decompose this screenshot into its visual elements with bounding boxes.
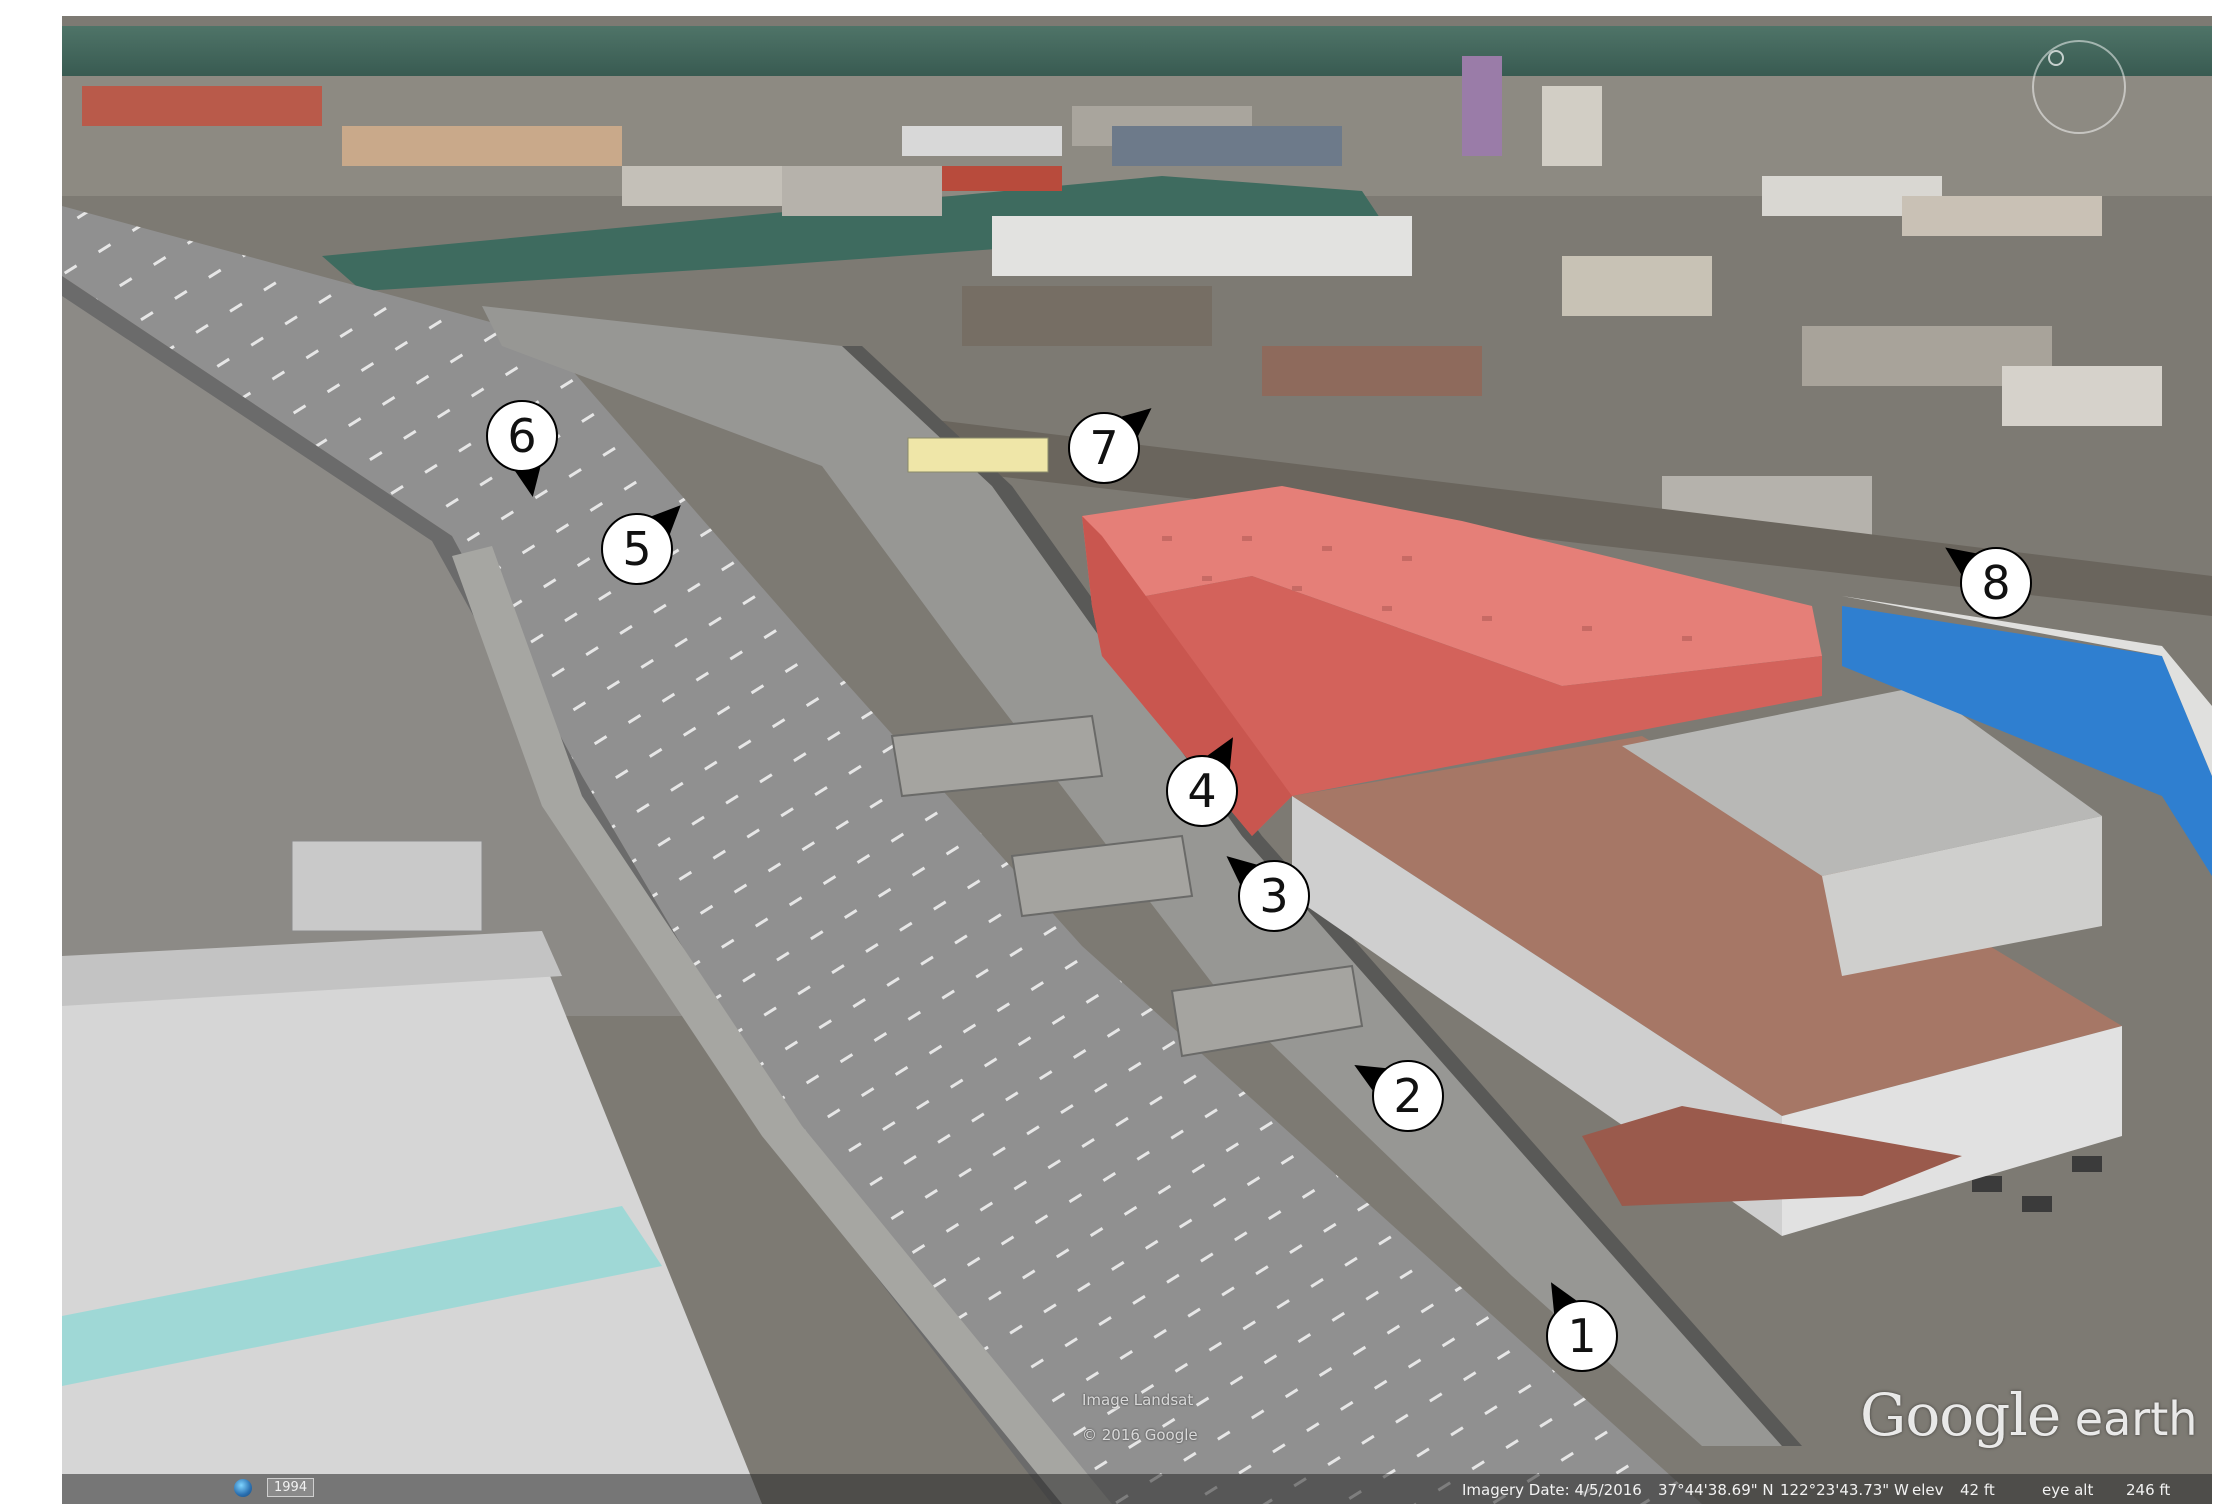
marker-6-label: 6 <box>486 400 558 472</box>
longitude: 122°23'43.73" W <box>1780 1481 1909 1499</box>
highlight-roof <box>1082 486 1822 686</box>
warehouse-wall-teal <box>62 1206 662 1386</box>
highlight-face <box>1082 516 1292 836</box>
navigation-compass[interactable] <box>2032 40 2126 134</box>
historical-imagery-year[interactable]: 1994 <box>267 1478 315 1497</box>
logo-sub: earth <box>2060 1392 2198 1446</box>
marker-2-label: 2 <box>1372 1060 1444 1132</box>
warehouse-rusty-roof <box>1292 736 2122 1116</box>
rooftop-unit <box>291 840 483 932</box>
google-earth-logo: Google earth <box>1860 1381 2197 1449</box>
latitude: 37°44'38.69" N <box>1658 1481 1774 1499</box>
rail-corridor <box>822 406 2212 616</box>
main-highway-deck <box>62 206 1702 1504</box>
horizon-water <box>62 26 2212 81</box>
eye-altitude-value: 246 ft <box>2126 1481 2171 1499</box>
highway-shoulder <box>452 546 1112 1504</box>
blue-building-roof <box>1842 596 2212 776</box>
distant-buildings <box>82 56 2162 536</box>
imagery-date: Imagery Date: 4/5/2016 <box>1462 1481 1642 1499</box>
aerial-scene <box>62 16 2212 1504</box>
channel-water <box>322 176 1382 291</box>
logo-main: Google <box>1860 1381 2061 1449</box>
elevation-value: 42 ft <box>1960 1481 1995 1499</box>
compass-north-icon <box>2048 50 2064 66</box>
blue-wall-building <box>1842 606 2212 876</box>
pier-crossbeams <box>890 714 1364 1058</box>
marker-7-label: 7 <box>1068 412 1140 484</box>
map-viewport[interactable]: 1 2 3 4 5 6 7 8 Image Landsat © 2016 Goo… <box>62 16 2212 1504</box>
warehouse-grey-roof <box>1622 686 2102 876</box>
roof-vents <box>1162 536 1692 641</box>
marker-8-label: 8 <box>1960 547 2032 619</box>
marker-3-label: 3 <box>1238 860 1310 932</box>
marker-4-label: 4 <box>1166 755 1238 827</box>
imagery-credit: Image Landsat <box>1082 1391 1194 1409</box>
status-bar: 1994 Imagery Date: 4/5/2016 37°44'38.69"… <box>62 1474 2212 1504</box>
elevation-label: elev <box>1912 1481 1944 1499</box>
overhead-sign <box>907 437 1049 473</box>
warehouse-grey-wall <box>1822 816 2102 976</box>
copyright-credit: © 2016 Google <box>1082 1426 1198 1444</box>
marker-5-label: 5 <box>601 513 673 585</box>
left-lot <box>62 276 682 1016</box>
highlighted-building <box>1082 486 1822 836</box>
warehouse-rusty-annex <box>1582 1106 1962 1206</box>
marker-1-label: 1 <box>1546 1300 1618 1372</box>
warehouse-roof-left <box>62 931 562 1006</box>
historical-imagery-icon[interactable] <box>234 1479 252 1497</box>
highlight-wall <box>1092 576 1822 836</box>
warehouse-roof-front <box>62 956 762 1504</box>
eye-altitude-label: eye alt <box>2042 1481 2094 1499</box>
